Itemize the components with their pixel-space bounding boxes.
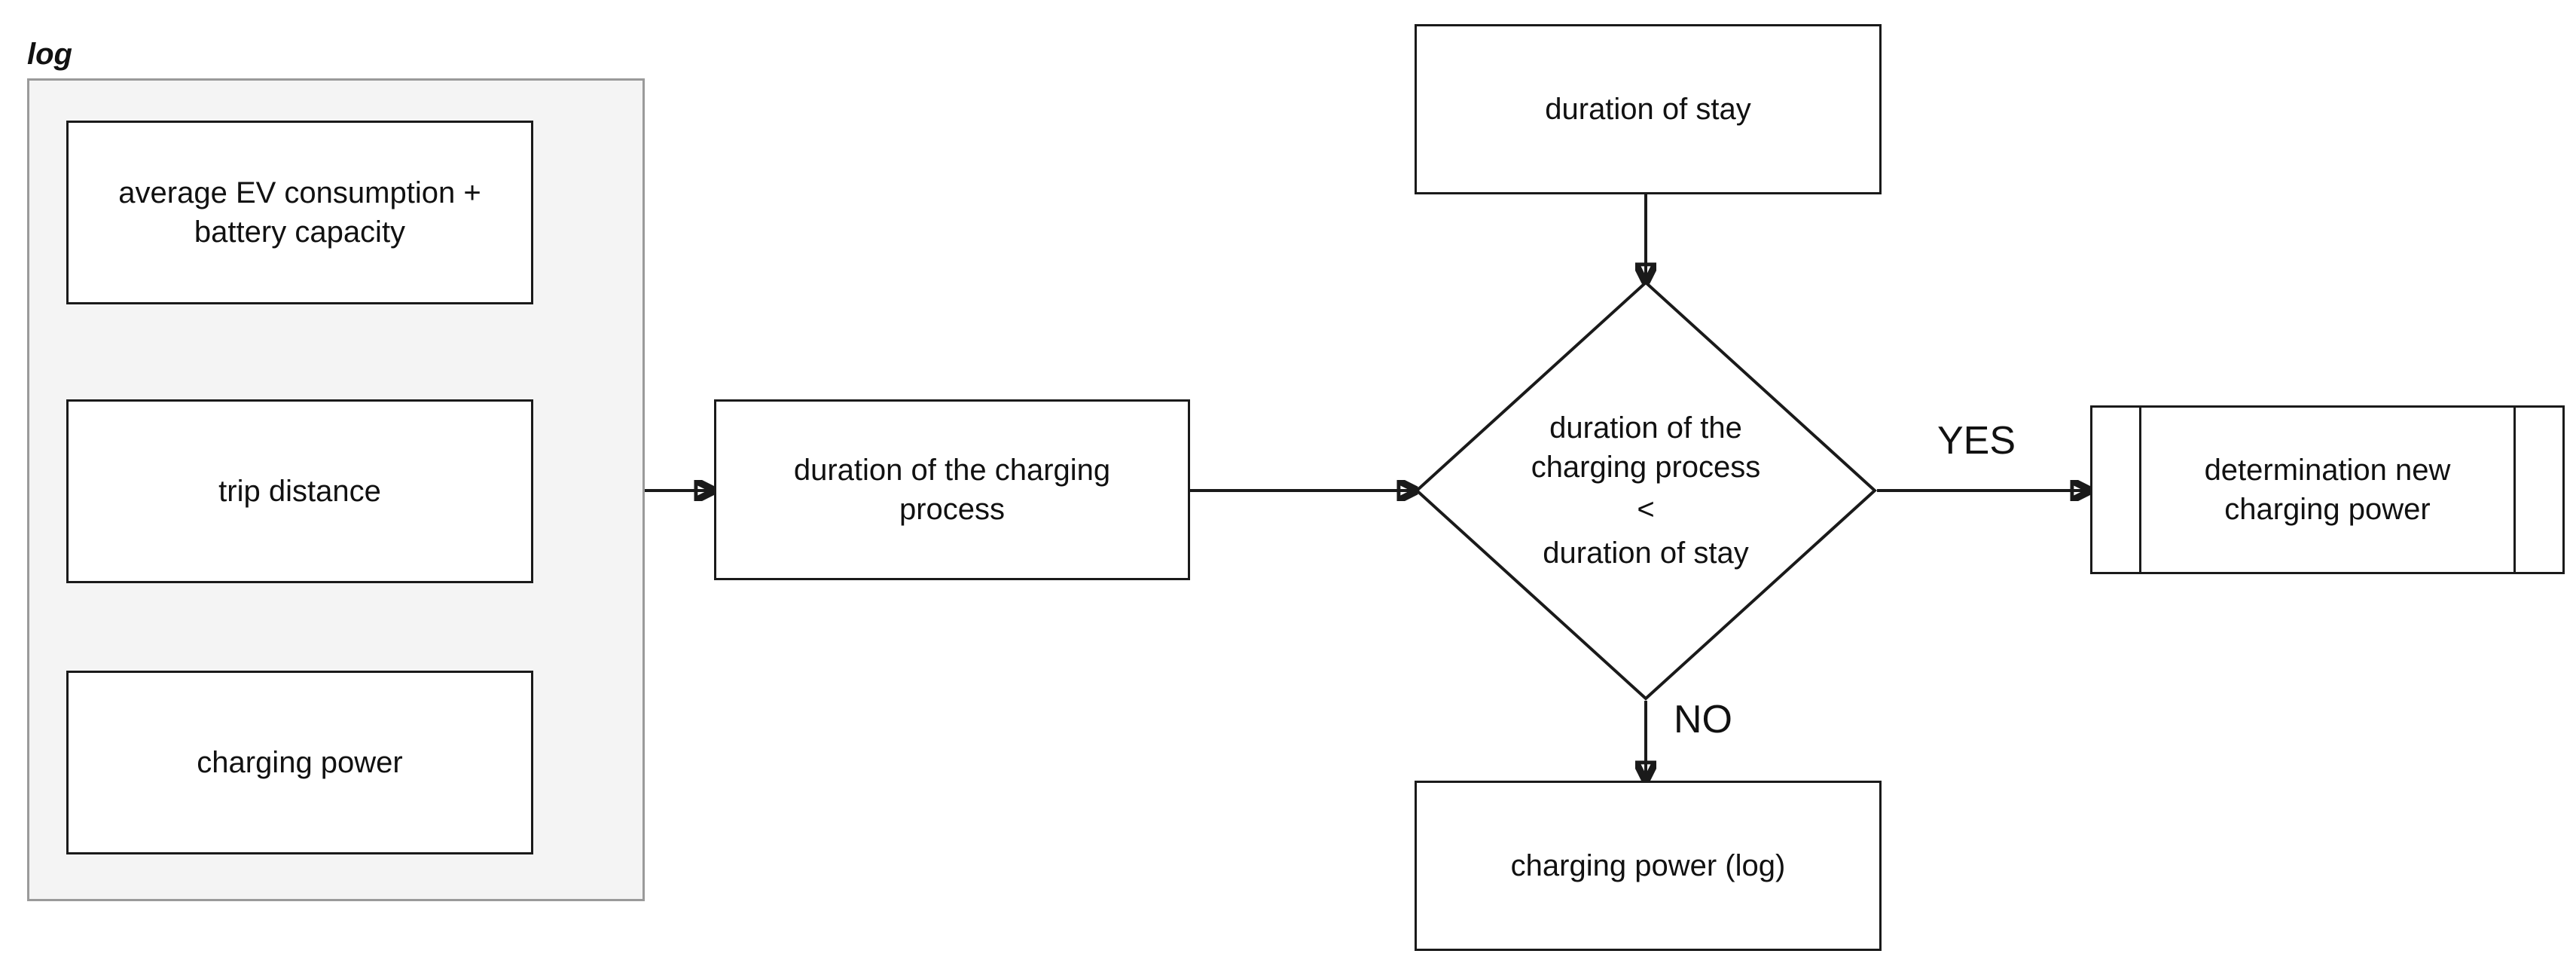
node-label: charging power (log) <box>1510 849 1786 882</box>
node-charging-power[interactable]: charging power <box>66 671 533 854</box>
node-duration-of-the-charging-process[interactable]: duration of the charging process <box>714 399 1190 580</box>
node-label-line2: process <box>899 493 1006 526</box>
node-charging-power-log[interactable]: charging power (log) <box>1415 781 1882 951</box>
predefined-process-bar-right <box>2513 408 2516 572</box>
node-determination-new-charging-power[interactable]: determination new charging power <box>2090 405 2565 574</box>
node-decision-duration-comparison[interactable]: duration of the charging process < durat… <box>1415 280 1877 701</box>
node-label-line1: determination new <box>2204 454 2451 487</box>
node-label: determination new charging power <box>2205 451 2451 529</box>
node-label: average EV consumption + battery capacit… <box>118 173 481 252</box>
node-label-line2: battery capacity <box>194 216 406 249</box>
node-label: charging power <box>197 746 403 779</box>
node-trip-distance[interactable]: trip distance <box>66 399 533 583</box>
node-label: duration of the charging process <box>794 451 1110 529</box>
node-label: trip distance <box>218 475 381 508</box>
node-duration-of-stay[interactable]: duration of stay <box>1415 24 1882 194</box>
edge-label-yes: YES <box>1937 419 2016 463</box>
edge-label-no: NO <box>1674 698 1732 741</box>
node-label-line1: average EV consumption + <box>118 176 481 209</box>
node-average-ev-consumption-battery-capacity[interactable]: average EV consumption + battery capacit… <box>66 121 533 304</box>
diamond-shape <box>1415 280 1877 701</box>
node-label-line1: duration of the charging <box>793 454 1111 487</box>
group-label-log: log <box>27 38 72 71</box>
predefined-process-bar-left <box>2139 408 2141 572</box>
node-label-line2: charging power <box>2224 493 2431 526</box>
node-label: duration of stay <box>1545 93 1751 126</box>
